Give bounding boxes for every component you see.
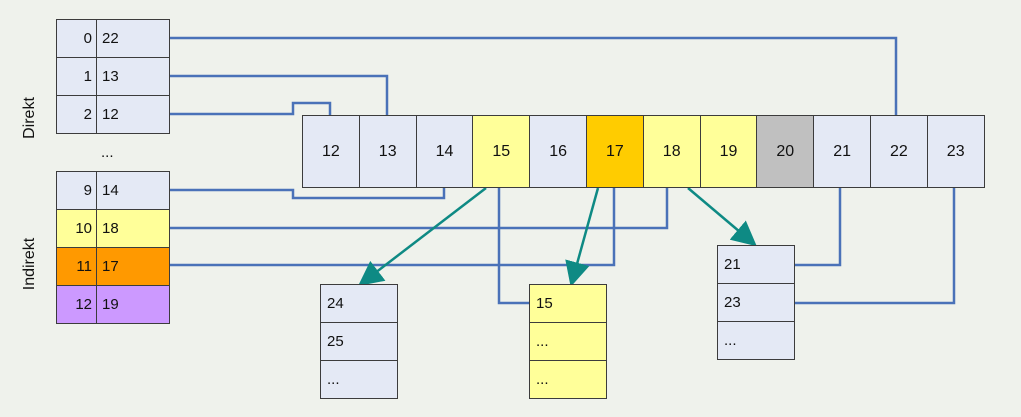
pointer-table-entry: ... — [529, 322, 607, 361]
data-block: 23 — [926, 115, 985, 188]
inode-direct-pointer: 13 — [96, 57, 170, 96]
indirect-pointer-line — [795, 188, 956, 305]
indirect-pointer-line — [497, 188, 529, 305]
data-block: 19 — [699, 115, 758, 188]
pointer-table-entry: 21 — [717, 245, 795, 284]
direct-pointer-line — [170, 74, 389, 115]
data-block: 14 — [415, 115, 474, 188]
indirect-pointer-line — [170, 188, 616, 267]
pointer-table-entry: 15 — [529, 284, 607, 323]
table-pointer-arrow — [687, 187, 757, 247]
data-block: 16 — [529, 115, 587, 188]
inode-indirect-pointer: 14 — [96, 171, 170, 210]
pointer-table-entry: 25 — [320, 322, 398, 361]
inode-direct-pointer: 22 — [96, 19, 170, 58]
data-block: 13 — [358, 115, 417, 188]
inode-ellipsis: ... — [101, 144, 114, 161]
pointer-table-entry: ... — [717, 321, 795, 360]
indirect-pointer-line — [795, 188, 842, 267]
inode-indirect-index: 11 — [56, 247, 97, 286]
inode-direct-index: 1 — [56, 57, 97, 96]
pointer-table-entry: 24 — [320, 284, 398, 323]
inode-direct-index: 2 — [56, 95, 97, 134]
inode-indirect-pointer: 17 — [96, 247, 170, 286]
inode-indirect-index: 10 — [56, 209, 97, 248]
table-pointer-arrow — [358, 187, 487, 287]
direct-label: Direkt — [21, 97, 38, 139]
data-block: 22 — [870, 115, 928, 188]
data-block: 20 — [756, 115, 815, 188]
data-block: 21 — [813, 115, 871, 188]
data-block: 18 — [642, 115, 701, 188]
indirect-pointer-line — [170, 188, 446, 200]
inode-indirect-pointer: 18 — [96, 209, 170, 248]
direct-pointer-line — [170, 101, 332, 116]
data-block: 12 — [302, 115, 360, 188]
pointer-table-entry: ... — [529, 360, 607, 399]
data-block: 17 — [586, 115, 644, 188]
direct-pointer-line — [170, 36, 898, 115]
indirect-pointer-line — [170, 188, 669, 230]
pointer-table-entry: ... — [320, 360, 398, 399]
data-block: 15 — [472, 115, 531, 188]
inode-direct-index: 0 — [56, 19, 97, 58]
inode-indirect-index: 12 — [56, 285, 97, 324]
table-pointer-arrow — [565, 187, 600, 287]
inode-indirect-index: 9 — [56, 171, 97, 210]
indirect-label: Indirekt — [21, 237, 38, 291]
inode-direct-pointer: 12 — [96, 95, 170, 134]
pointer-table-entry: 23 — [717, 283, 795, 322]
inode-indirect-pointer: 19 — [96, 285, 170, 324]
